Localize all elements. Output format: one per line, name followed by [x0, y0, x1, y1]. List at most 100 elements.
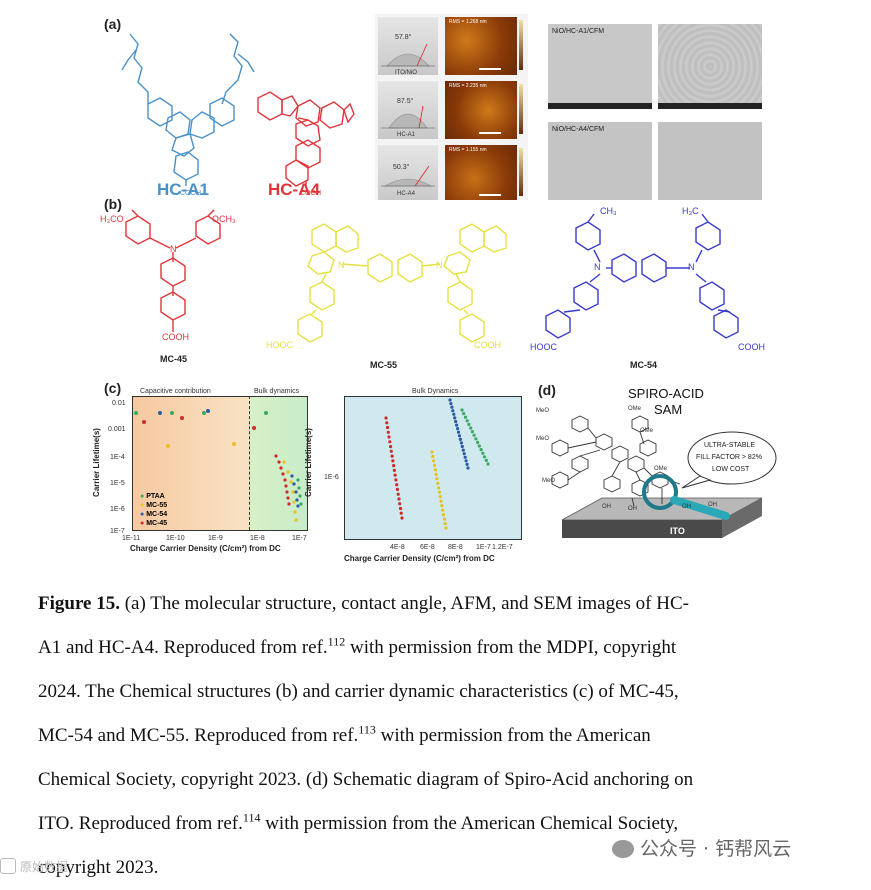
left-xtick-3: 1E-9 [208, 535, 223, 542]
mc-45-h3co-label: H₃CO [100, 214, 124, 224]
hc-a1-label: HC-A1 [157, 180, 209, 199]
hc-a4-cooh: COOH [300, 190, 321, 197]
caption-line-2: A1 and HC-A4. Reproduced from ref.112 wi… [38, 634, 677, 658]
panel-c-tag: (c) [104, 380, 122, 396]
mc-54-ch3-label: CH₃ [600, 206, 617, 216]
scatter-point [486, 462, 490, 466]
bubble-line-3: LOW COST [712, 466, 750, 473]
scatter-point [456, 427, 460, 431]
ome-label-3: OMe [654, 466, 668, 472]
scatter-point [391, 459, 395, 463]
scatter-point [441, 513, 446, 517]
scatter-point [448, 398, 452, 402]
scatter-point [463, 415, 468, 419]
ref-112[interactable]: 112 [327, 634, 346, 649]
scatter-point [464, 459, 468, 463]
panel-b-tag: (b) [104, 196, 122, 212]
mc-54-label: MC-54 [630, 360, 658, 370]
ref-113[interactable]: 113 [358, 722, 376, 737]
scatter-point [465, 462, 469, 466]
mc-55-label: MC-55 [370, 360, 398, 370]
right-xtick-3: 8E-8 [448, 544, 463, 551]
left-xtick-5: 1E-7 [292, 535, 307, 542]
legend-item-mc45: ● MC-45 [140, 520, 168, 527]
panel-d-tag: (d) [538, 382, 556, 398]
oh-label-3: OH [682, 504, 691, 510]
scatter-point [462, 412, 466, 416]
oh-label-4: OH [708, 502, 717, 508]
left-ytick-2: 0.001 [108, 426, 126, 433]
mc-55-hooc-label: HOOC [266, 340, 293, 350]
ito-label: ITO [670, 526, 685, 536]
scatter-point [432, 459, 436, 463]
scatter-point [479, 448, 483, 452]
hc-a4-label: HC-A4 [268, 180, 320, 199]
scatter-point [449, 402, 453, 406]
scatter-point [389, 445, 393, 449]
right-xtick-5: 1.2E-7 [492, 544, 513, 551]
contact-angle-image-3 [378, 145, 438, 201]
wechat-icon [612, 840, 634, 858]
hc-a1-structure [121, 33, 255, 186]
scatter-point [433, 468, 437, 472]
scatter-point [462, 452, 466, 456]
scatter-point [438, 495, 442, 499]
contact-angle-drops [381, 43, 435, 187]
capacitive-label: Capacitive contribution [140, 388, 211, 395]
ome-label-1: OMe [628, 406, 642, 412]
scatter-point [458, 437, 462, 441]
scatter-point [451, 409, 455, 413]
mc-54-structure [545, 213, 739, 339]
contact-angle-afm-panel: 57.8° 87.5° 50.3° ITO/NiO HC-A1 HC-A4 RM… [375, 14, 528, 204]
scatter-point [474, 437, 478, 441]
afm-image-2 [445, 81, 517, 139]
left-ytick-5: 1E-6 [110, 506, 125, 513]
bubble-line-1: ULTRA-STABLE [704, 442, 756, 449]
right-plot-markers [384, 398, 490, 530]
sem-image-2 [658, 24, 762, 109]
scatter-point [392, 464, 396, 468]
scatter-point [466, 466, 470, 470]
scatter-point [469, 426, 473, 430]
caption-line-1: Figure 15. (a) The molecular structure, … [38, 593, 689, 614]
scatter-point [441, 508, 445, 512]
caption-line-3: 2024. The Chemical structures (b) and ca… [38, 681, 679, 702]
afm-image-3 [445, 145, 517, 201]
panel-d: (d) SPIRO-ACID SAM [532, 380, 780, 568]
scatter-point [432, 463, 437, 467]
left-plot-frame [132, 396, 308, 531]
scatter-point [463, 455, 467, 459]
scatter-point [394, 478, 398, 482]
scatter-point [386, 430, 390, 434]
sem-image-1 [548, 24, 652, 109]
ome-label-2: OMe [640, 428, 654, 434]
legend-item-mc54: ● MC-54 [140, 511, 168, 518]
scatter-point [437, 490, 441, 494]
substrate-label-3: HC-A4 [397, 191, 416, 197]
oh-label-1: OH [602, 504, 611, 510]
meo-label-2: MeO [536, 436, 550, 442]
panel-a: (a) COOH COO [100, 14, 355, 208]
scatter-point [454, 419, 458, 424]
ref-114[interactable]: 114 [242, 810, 261, 825]
left-xtick-4: 1E-8 [250, 535, 265, 542]
afm-image-1 [445, 17, 517, 75]
hc-a4-structure [257, 91, 355, 187]
scatter-point [450, 405, 454, 409]
afm-rms-1: RMS = 1.268 nm [449, 19, 487, 25]
right-xtick-2: 6E-8 [420, 544, 435, 551]
scatter-point [457, 434, 462, 438]
right-plot-area [344, 396, 522, 540]
mc-54-h3c-label: H₃C [682, 206, 699, 216]
scatter-point [484, 458, 488, 462]
right-plot-title: Bulk Dynamics [412, 388, 459, 395]
left-ytick-6: 1E-7 [110, 528, 125, 535]
panel-b: (b) N [100, 196, 768, 376]
scatter-point [482, 455, 487, 459]
caption-line-4: MC-54 and MC-55. Reproduced from ref.113… [38, 722, 651, 746]
afm-rms-3: RMS = 1.155 nm [449, 147, 487, 153]
scatter-point [384, 416, 388, 420]
sem-label-2: NiO/HC-A4/CFM [552, 126, 605, 133]
corner-watermark: 原始数据 [0, 858, 68, 875]
scatter-point [435, 477, 439, 481]
